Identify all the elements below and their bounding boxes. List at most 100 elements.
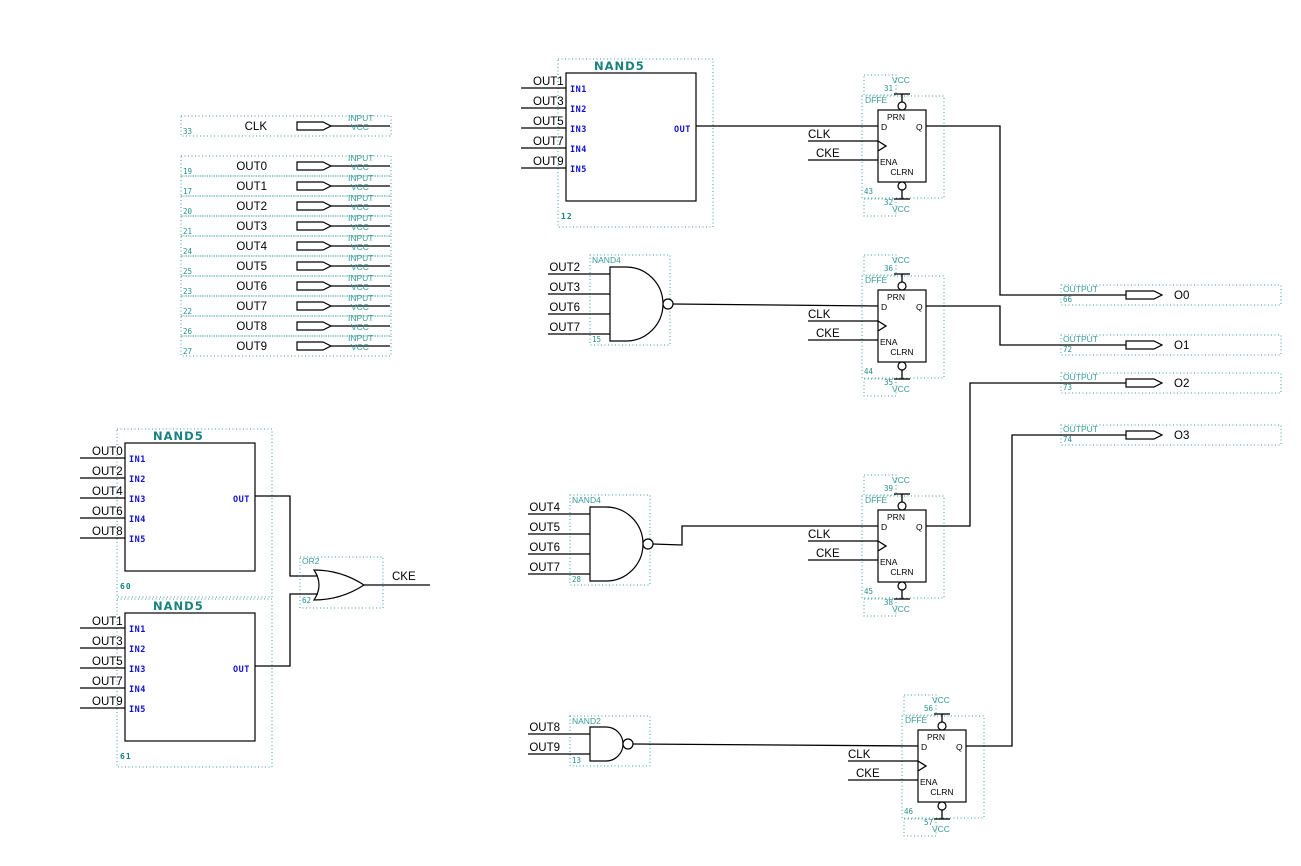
input-number: 22 xyxy=(183,307,192,316)
wire xyxy=(672,303,879,307)
vcc-tag-bottom: VCC xyxy=(892,604,910,614)
input-signal-name: OUT3 xyxy=(236,221,267,233)
nand5-top: NAND5IN1OUT1IN2OUT3IN3OUT5IN4OUT7IN5OUT9… xyxy=(521,58,714,228)
input-frame xyxy=(180,115,392,137)
vcc-tag: VCC xyxy=(351,202,369,212)
interconnect-wires xyxy=(632,125,1061,747)
nand5-number: 12 xyxy=(561,212,573,221)
q-label: Q xyxy=(916,522,923,532)
vcc-tag-top: VCC xyxy=(932,695,950,705)
input-tag: INPUT xyxy=(348,173,374,183)
clrn-bubble xyxy=(897,361,907,371)
wire xyxy=(966,434,1061,747)
input-number: 33 xyxy=(183,127,192,136)
input-tag: INPUT xyxy=(348,313,374,323)
nand5-input-signal: OUT3 xyxy=(533,96,564,108)
or2-tag: OR2 xyxy=(302,556,320,566)
output-symbol xyxy=(1125,378,1164,388)
d-label: D xyxy=(921,742,927,752)
wire xyxy=(652,525,878,546)
output-signal-name: O0 xyxy=(1174,290,1189,302)
output-symbol xyxy=(1125,290,1164,300)
vcc-number-top: 39 xyxy=(884,484,893,493)
clrn-label: CLRN xyxy=(890,567,913,577)
input-signal-name: OUT7 xyxy=(236,301,267,313)
gate-input-signal: OUT5 xyxy=(529,522,560,534)
output-number: 74 xyxy=(1063,435,1073,444)
gate-frame xyxy=(589,254,671,346)
dffe-tag: DFFE xyxy=(865,275,888,285)
input-symbol xyxy=(296,341,333,351)
cke-label: CKE xyxy=(816,548,840,560)
input-number: 19 xyxy=(183,167,192,176)
vcc-number-bottom: 35 xyxy=(884,378,893,387)
wire xyxy=(255,495,318,577)
gate-input-signal: OUT8 xyxy=(529,722,560,734)
ena-label: ENA xyxy=(880,157,898,167)
gate-number: 13 xyxy=(572,756,581,765)
pin-label-in5: IN5 xyxy=(570,165,587,175)
input-signal-name: OUT0 xyxy=(236,161,267,173)
input-signal-name: OUT9 xyxy=(236,341,267,353)
input-symbol xyxy=(296,201,333,211)
pin-label-in4: IN4 xyxy=(570,145,587,155)
dffe-number: 43 xyxy=(864,187,873,196)
nand5-input-signal: OUT9 xyxy=(92,696,123,708)
input-signal-name: OUT4 xyxy=(236,241,267,253)
nand5-input-signal: OUT5 xyxy=(92,656,123,668)
vcc-tag: VCC xyxy=(351,302,369,312)
pin-label-in3: IN3 xyxy=(129,665,146,675)
vcc-frame-top xyxy=(863,254,897,276)
output-signal-name: O3 xyxy=(1174,430,1189,442)
dffe-frame xyxy=(901,715,985,819)
input-tag: INPUT xyxy=(348,233,374,243)
input-frame xyxy=(180,155,392,177)
input-tag: INPUT xyxy=(348,113,374,123)
vcc-tag-top: VCC xyxy=(892,255,910,265)
output-number: 73 xyxy=(1063,383,1072,392)
prn-bubble xyxy=(897,501,907,511)
vcc-tag-top: VCC xyxy=(892,75,910,85)
clrn-bubble xyxy=(897,581,907,591)
prn-label: PRN xyxy=(887,112,905,122)
nand5-body xyxy=(124,442,256,572)
input-tag: INPUT xyxy=(348,293,374,303)
clock-triangle xyxy=(877,140,888,152)
vcc-tag: VCC xyxy=(351,122,369,132)
vcc-number-top: 56 xyxy=(924,704,934,713)
pin-label-in2: IN2 xyxy=(129,645,146,655)
wire xyxy=(926,305,1061,346)
pin-label-out: OUT xyxy=(233,665,250,675)
prn-label: PRN xyxy=(887,512,905,522)
input-frame xyxy=(180,275,392,297)
dffe-tag: DFFE xyxy=(865,495,888,505)
vcc-tag-bottom: VCC xyxy=(932,824,950,834)
output-symbol xyxy=(1125,430,1164,440)
gate-tag: NAND2 xyxy=(572,716,601,726)
dffe-frame xyxy=(861,495,945,599)
cke-label: CKE xyxy=(816,328,840,340)
gate-number: 28 xyxy=(572,575,582,584)
nand5-input-signal: OUT4 xyxy=(92,486,123,498)
q-label: Q xyxy=(956,742,963,752)
gate-frame xyxy=(569,715,651,767)
input-tag: INPUT xyxy=(348,153,374,163)
nand-body xyxy=(589,506,644,582)
ena-label: ENA xyxy=(920,777,938,787)
input-symbol xyxy=(296,121,333,131)
pin-label-in5: IN5 xyxy=(129,705,146,715)
pin-label-in2: IN2 xyxy=(129,475,146,485)
input-signal-name: OUT5 xyxy=(236,261,267,273)
cke-label: CKE xyxy=(856,768,880,780)
